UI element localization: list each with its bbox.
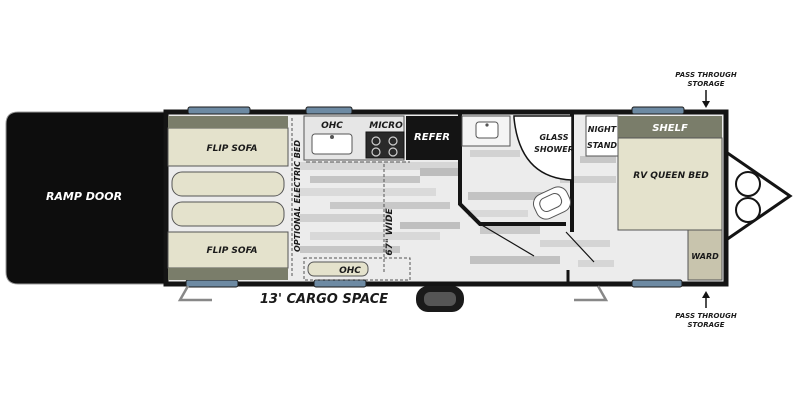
door-swing — [479, 223, 535, 257]
window — [631, 279, 683, 288]
flip-sofa-top — [167, 127, 289, 167]
toilet-seat — [539, 192, 563, 213]
glass-shower — [513, 115, 573, 181]
propane-tank — [735, 197, 761, 223]
stove — [365, 131, 405, 159]
shelf — [618, 116, 722, 138]
door-swing — [565, 231, 595, 263]
ohc-bottom-label: OHC — [339, 266, 361, 276]
refrigerator — [406, 116, 458, 160]
refer-label: REFER — [414, 132, 450, 143]
micro-label: MICRO — [369, 121, 403, 131]
bathroom-faucet — [485, 123, 489, 127]
sofa-back — [168, 268, 288, 280]
propane-tank — [735, 171, 761, 197]
cushion — [171, 171, 285, 197]
flip-sofa-bottom — [167, 231, 289, 269]
sink — [311, 133, 353, 155]
window — [187, 106, 251, 115]
glass-shower-label: SHOWER — [534, 145, 574, 154]
pass-through-storage-top-label: PASS THROUGH — [675, 71, 737, 79]
flip-sofa-top-label: FLIP SOFA — [206, 144, 257, 154]
ohc-top-label: OHC — [321, 121, 343, 131]
faucet — [330, 135, 334, 139]
ward-label: WARD — [691, 252, 719, 261]
night-stand-label: STAND — [587, 141, 617, 150]
width-dimension-label: 67" WIDE — [385, 208, 395, 256]
flip-sofa-bottom-label: FLIP SOFA — [206, 246, 257, 256]
pass-through-storage-bottom-label: PASS THROUGH — [675, 312, 737, 320]
shelf-label: SHELF — [652, 123, 688, 134]
night-stand — [585, 115, 619, 157]
bathroom-sink — [475, 121, 499, 139]
rv-queen-bed-label: RV QUEEN BED — [633, 171, 709, 181]
ohc-bottom-shelf — [307, 261, 369, 277]
cargo-space-label: 13' CARGO SPACE — [260, 292, 388, 307]
rv-queen-bed — [617, 137, 723, 231]
glass-shower-label: GLASS — [539, 133, 568, 142]
burner — [371, 136, 381, 146]
window — [305, 106, 353, 115]
hitch-tongue — [725, 150, 793, 242]
night-stand-label: NIGHT — [588, 125, 617, 134]
ramp-door — [5, 111, 169, 285]
ramp-door-label: RAMP DOOR — [46, 190, 122, 203]
burner — [371, 147, 381, 157]
wheel-rim — [424, 292, 456, 306]
arrow-down — [702, 101, 710, 108]
pass-through-storage-top-label: STORAGE — [687, 80, 724, 88]
sofa-back — [168, 116, 288, 128]
optional-electric-bed-label: OPTIONAL ELECTRIC BED — [293, 140, 302, 252]
wardrobe — [687, 229, 723, 281]
window — [185, 279, 239, 288]
ohc-bottom-cabinet — [303, 257, 411, 281]
floor-planks — [296, 150, 616, 267]
pass-through-storage-bottom-label: STORAGE — [687, 321, 724, 329]
step — [177, 285, 212, 302]
cushion — [171, 201, 285, 227]
bathroom-wall — [458, 114, 552, 226]
burner — [388, 136, 398, 146]
window — [631, 106, 685, 115]
toilet — [532, 186, 572, 220]
trailer-walls — [163, 109, 729, 287]
window — [313, 279, 367, 288]
arrow-up — [702, 291, 710, 298]
burner — [388, 147, 398, 157]
step — [574, 285, 609, 302]
